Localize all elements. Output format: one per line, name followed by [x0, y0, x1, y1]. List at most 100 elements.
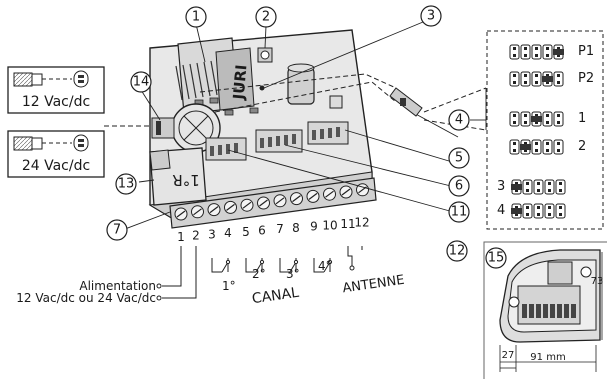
terminal-screw — [191, 205, 204, 219]
terminal-number: 3 — [208, 227, 216, 241]
callout-4: 4 — [448, 109, 470, 131]
jumper-bridge — [553, 49, 564, 55]
voltage-label-24v: 24 Vac/dc — [22, 158, 90, 174]
callout-number: 12 — [449, 244, 466, 259]
dashed-links — [104, 73, 487, 131]
voltage-box-24v: 24 Vac/dc — [7, 130, 105, 178]
callout-number: 5 — [455, 151, 463, 166]
terminal-number: 1 — [177, 230, 185, 244]
callout-5: 5 — [448, 147, 470, 169]
jumper-label-4: 4 — [497, 203, 505, 218]
terminal-screw — [207, 203, 221, 217]
callout-6: 6 — [448, 175, 470, 197]
callout-12: 12 — [446, 240, 468, 262]
jumper-bridge — [511, 184, 522, 190]
channel-3-label: 3° — [286, 267, 300, 281]
supply-voltage-label: 12 Vac/dc ou 24 Vac/dc — [16, 291, 156, 305]
callout-number: 4 — [455, 113, 463, 128]
ic-chips — [194, 97, 259, 116]
callout-number: 1 — [192, 10, 200, 25]
housing-width-label: 91 mm — [530, 352, 565, 363]
alimentation-label: Alimentation — [79, 279, 156, 293]
voltage-jumper-board — [151, 117, 175, 139]
jumper-header — [509, 71, 564, 87]
led-indicator — [259, 85, 265, 91]
jumper-header — [511, 179, 566, 195]
callout-number: 14 — [133, 75, 150, 90]
callout-1: 1 — [185, 6, 207, 28]
terminal-number: 12 — [354, 216, 369, 230]
callout-number: 11 — [451, 205, 468, 220]
terminal-screw — [224, 200, 237, 214]
terminal-number: 4 — [224, 226, 232, 240]
jumper-label-3: 3 — [497, 179, 505, 194]
jumper-rows — [509, 44, 566, 219]
callout-3: 3 — [420, 5, 442, 27]
jumper-label-1: 1 — [578, 111, 586, 126]
callout-15: 15 — [485, 247, 507, 269]
jumper-bridge — [542, 76, 553, 82]
jumper-bridge — [520, 144, 531, 150]
terminal-screw — [257, 196, 270, 210]
jumper-label-p2: P2 — [578, 71, 594, 86]
housing-panel: 91 mm 27 73 — [483, 241, 607, 383]
terminal-number: 8 — [292, 221, 300, 235]
channel-1-label: 1° — [222, 279, 236, 293]
housing-depth-label: 27 — [502, 350, 515, 361]
terminal-number: 5 — [242, 225, 250, 239]
antenne-label: ANTENNE — [342, 273, 406, 297]
jumper-header — [511, 203, 566, 219]
wiring-dots — [156, 259, 355, 301]
callout-7: 7 — [106, 219, 128, 241]
terminal-number: 7 — [276, 222, 284, 236]
callout-number: 2 — [262, 10, 270, 25]
radio-module: JURI — [175, 37, 255, 115]
trimmer-potentiometer — [257, 47, 273, 63]
relay-label: 1°R — [172, 171, 199, 189]
relay: 1°R — [149, 147, 207, 206]
callout-14: 14 — [130, 71, 152, 93]
jumper-bridge — [511, 208, 522, 214]
terminal-number: 2 — [192, 229, 200, 243]
terminal-screws — [174, 183, 369, 221]
terminal-screw — [273, 194, 287, 208]
voltage-label-12v: 12 Vac/dc — [22, 94, 90, 110]
terminal-number: 10 — [322, 218, 337, 232]
jumper-bridge — [531, 116, 542, 122]
jumper-bridge-connector — [389, 87, 423, 117]
connector-pins — [210, 127, 340, 156]
jumper-header — [509, 111, 564, 127]
jumper-options-box: P1 P2 1 2 3 4 — [486, 30, 604, 230]
channel-4-label: 4° — [318, 259, 332, 273]
jumper-header — [509, 44, 564, 60]
callout-number: 6 — [455, 179, 463, 194]
housing-height-label: 73 — [591, 276, 604, 287]
leader-lines — [124, 21, 487, 230]
terminal-screw — [240, 198, 254, 212]
callout-13: 13 — [115, 173, 137, 195]
terminal-screw — [323, 187, 336, 201]
terminal-number: 11 — [340, 217, 355, 231]
terminal-screw — [290, 192, 303, 206]
jumper-header — [509, 139, 564, 155]
terminal-screw — [339, 185, 353, 199]
jumper-label-p1: P1 — [578, 44, 594, 59]
voltage-box-12v: 12 Vac/dc — [7, 66, 105, 114]
channel-2-label: 2° — [252, 267, 266, 281]
callout-11: 11 — [448, 201, 470, 223]
crystal-component — [287, 63, 343, 109]
callout-number: 7 — [113, 223, 121, 238]
callout-number: 13 — [118, 177, 135, 192]
terminal-screw — [306, 189, 320, 203]
terminal-number: 9 — [310, 220, 318, 234]
canal-label: CANAL — [251, 285, 300, 307]
jumper-label-2: 2 — [578, 139, 586, 154]
terminal-number: 6 — [258, 224, 266, 238]
terminal-screw — [174, 207, 188, 221]
callout-number: 3 — [427, 9, 435, 24]
brand-label: JURI — [229, 64, 250, 101]
